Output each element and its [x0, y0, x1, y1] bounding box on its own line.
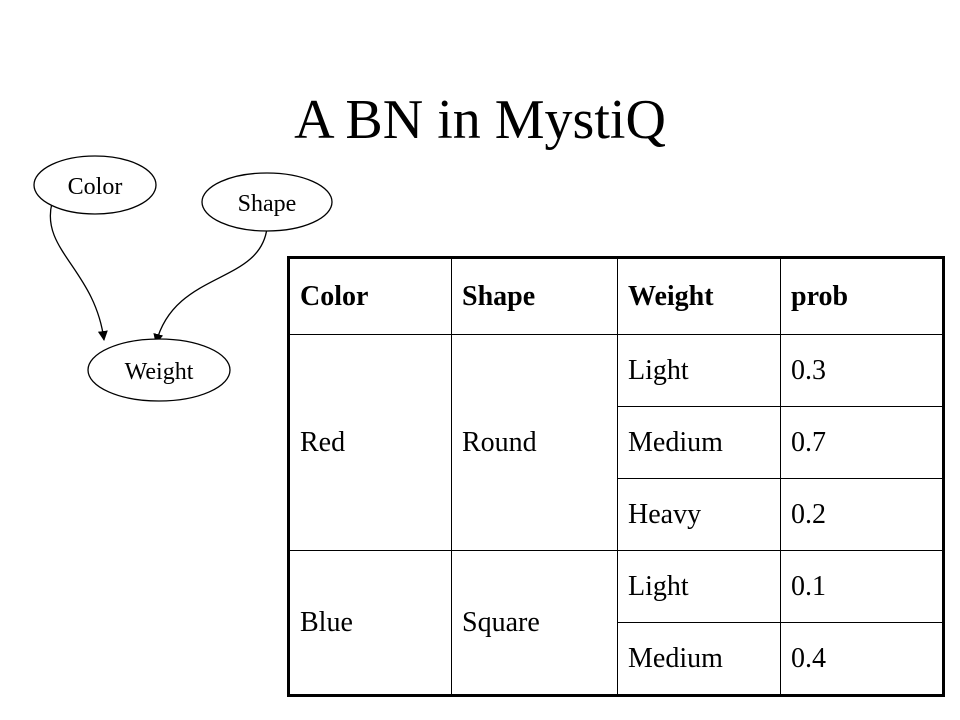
- cell-weight: Light: [617, 334, 781, 407]
- column-header-color: Color: [288, 257, 452, 335]
- column-header-prob: prob: [780, 257, 944, 335]
- cell-weight: Heavy: [617, 478, 781, 551]
- node-color-label: Color: [68, 174, 123, 200]
- probability-table: Color Shape Weight prob Red Round Light …: [287, 256, 945, 697]
- table-row: Medium 0.4: [289, 622, 944, 696]
- cell-shape: Square: [451, 550, 618, 696]
- bayesian-network-graph: Color Shape Weight: [33, 155, 333, 402]
- cell-color: Red: [288, 334, 452, 551]
- column-header-shape: Shape: [451, 257, 618, 335]
- cell-prob: 0.2: [780, 478, 944, 551]
- column-header-weight: Weight: [617, 257, 781, 335]
- node-weight: Weight: [87, 338, 231, 402]
- cell-prob: 0.1: [780, 550, 944, 623]
- node-weight-label: Weight: [125, 359, 194, 385]
- cell-weight: Medium: [617, 622, 781, 696]
- slide-title: A BN in MystiQ: [294, 89, 666, 151]
- cell-prob: 0.7: [780, 406, 944, 479]
- table-row: Medium 0.7: [289, 406, 944, 479]
- table-row: Blue Square Light 0.1: [288, 550, 944, 696]
- cell-prob: 0.3: [780, 334, 944, 407]
- table-row: Red Round Light 0.3: [288, 334, 944, 551]
- node-shape: Shape: [201, 172, 333, 232]
- table-header-row: Color Shape Weight prob: [288, 257, 944, 335]
- cell-color: Blue: [288, 550, 452, 696]
- cell-prob: 0.4: [780, 622, 944, 696]
- edge-color-to-weight: [49, 202, 108, 341]
- node-shape-label: Shape: [238, 191, 297, 217]
- cell-shape: Round: [451, 334, 618, 551]
- cell-weight: Light: [617, 550, 781, 623]
- table-row: Heavy 0.2: [289, 478, 944, 551]
- cell-weight: Medium: [617, 406, 781, 479]
- edge-shape-to-weight: [153, 227, 268, 344]
- node-color: Color: [33, 155, 157, 215]
